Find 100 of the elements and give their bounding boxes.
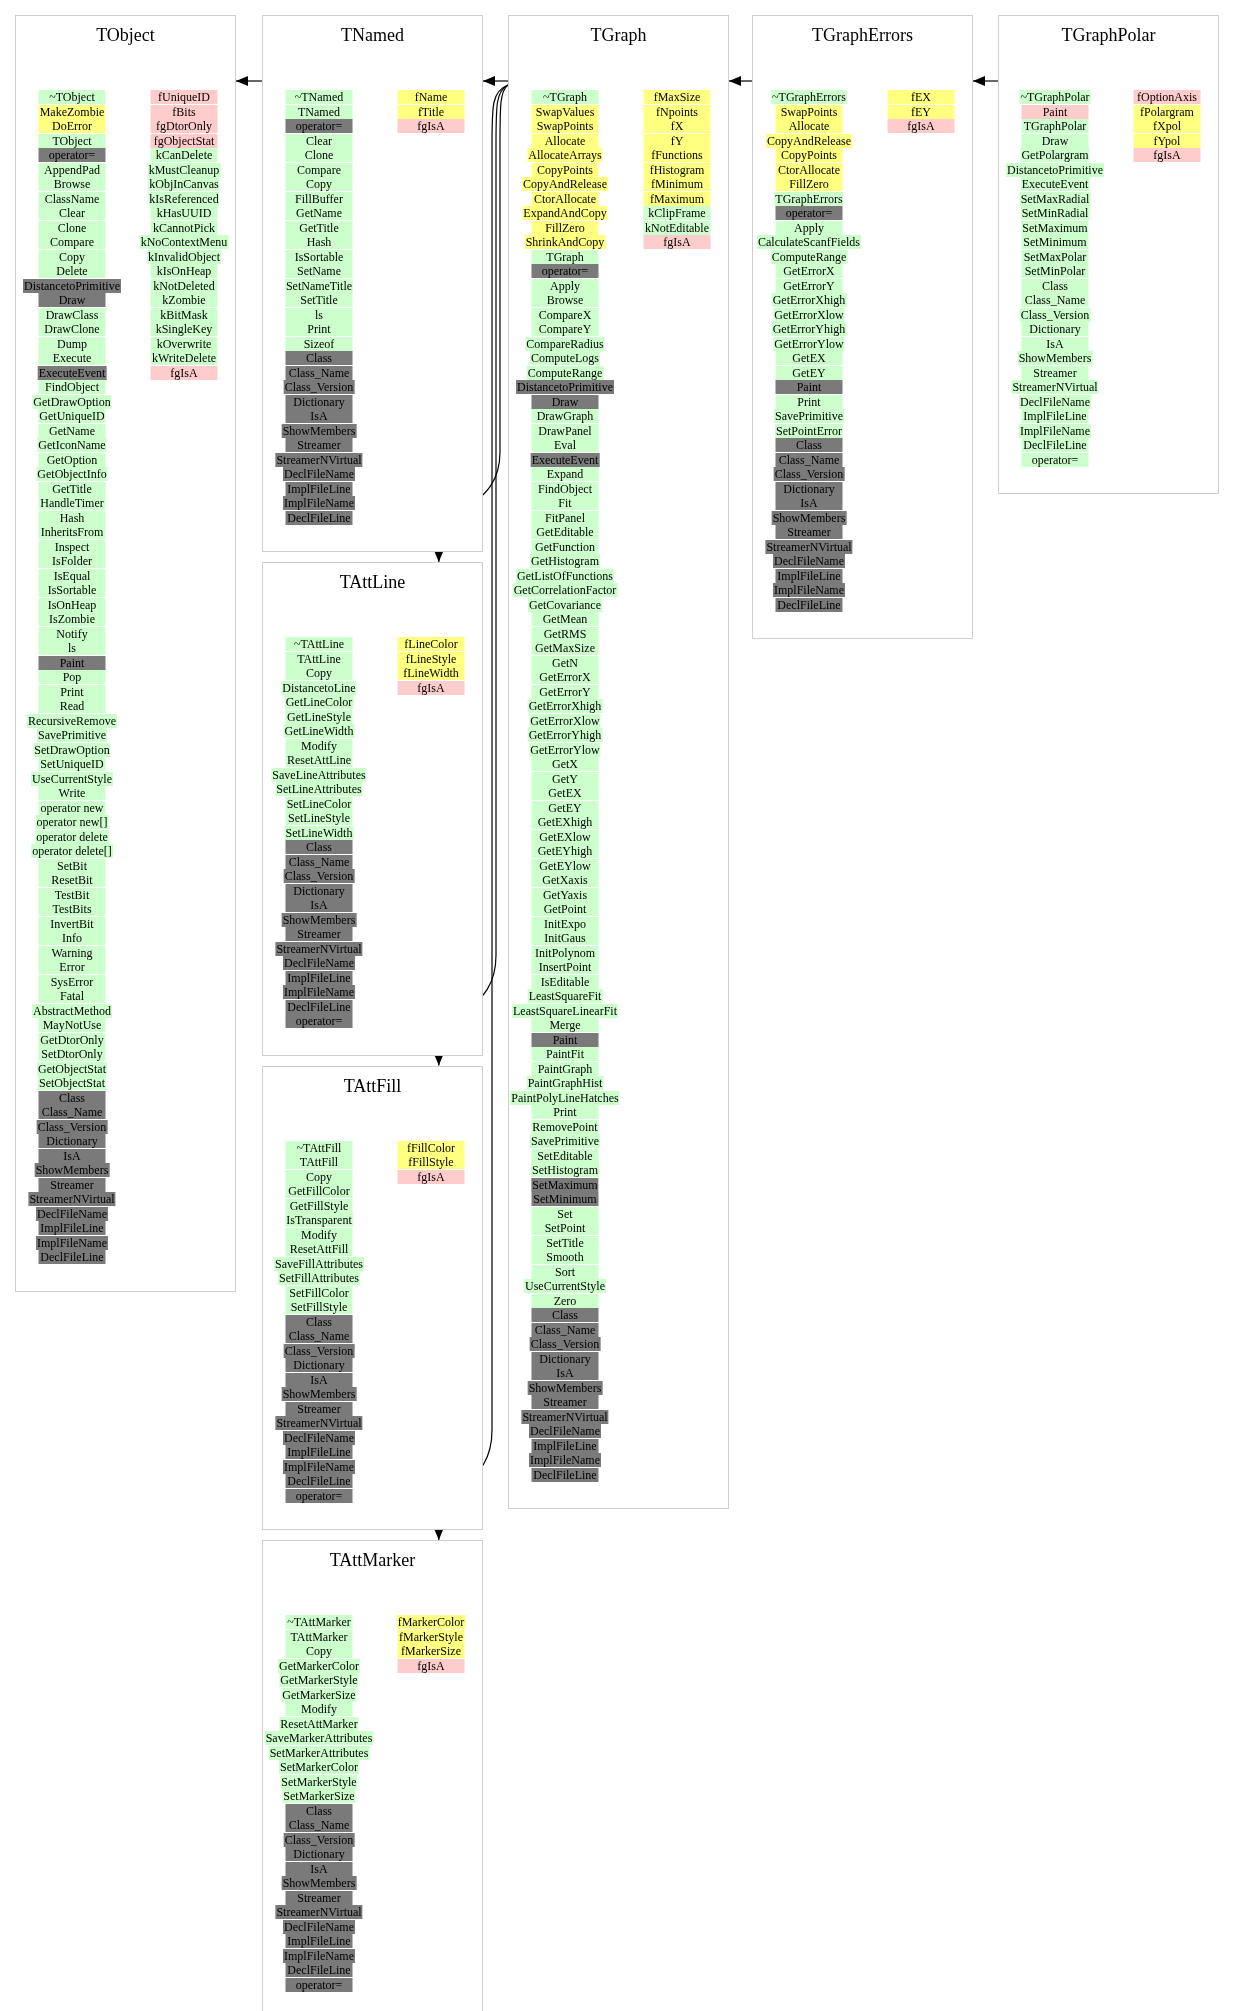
method-entry: ~TObject bbox=[38, 90, 106, 104]
method-entry: ImplFileName bbox=[529, 1453, 601, 1467]
method-entry: operator new[] bbox=[35, 815, 109, 829]
method-entry: Allocate bbox=[531, 133, 599, 148]
method-entry: Class_Version bbox=[36, 1119, 108, 1134]
method-entry: Sizeof bbox=[285, 336, 353, 351]
data-member-entry: fFunctions bbox=[643, 148, 711, 162]
method-entry: Class_Name bbox=[38, 1105, 106, 1119]
method-entry: GetCovariance bbox=[528, 597, 602, 612]
method-entry: StreamerNVirtual bbox=[1011, 380, 1099, 394]
method-entry: CompareRadius bbox=[525, 336, 605, 351]
data-member-entry: fPolargram bbox=[1133, 104, 1201, 119]
data-member-entry: kOverwrite bbox=[150, 336, 218, 351]
class-box bbox=[262, 1540, 483, 2011]
method-entry: GetErrorXhigh bbox=[771, 293, 847, 307]
method-entry: Paint bbox=[531, 1032, 599, 1047]
method-entry: ImplFileName bbox=[773, 583, 845, 597]
method-entry: IsA bbox=[1021, 336, 1089, 351]
method-entry: operator= bbox=[285, 1014, 353, 1028]
method-entry: StreamerNVirtual bbox=[275, 452, 363, 467]
method-entry: ShowMembers bbox=[1017, 351, 1093, 365]
data-member-entry: fFillStyle bbox=[397, 1155, 465, 1169]
method-entry: ShowMembers bbox=[281, 1387, 357, 1401]
method-entry: DrawClass bbox=[38, 307, 106, 322]
method-entry: DeclFileLine bbox=[775, 597, 843, 612]
method-entry: GetLineWidth bbox=[283, 724, 355, 738]
data-member-entry: fFillColor bbox=[397, 1140, 465, 1155]
method-entry: CopyPoints bbox=[531, 162, 599, 177]
class-name: TAttMarker bbox=[328, 1549, 417, 1571]
data-member-entry: fY bbox=[643, 133, 711, 148]
method-entry: GetHistogram bbox=[530, 554, 600, 568]
method-entry: Class_Name bbox=[531, 1322, 599, 1337]
method-entry: Dump bbox=[38, 336, 106, 351]
data-member-entry: fX bbox=[643, 119, 711, 133]
method-entry: Class_Name bbox=[285, 365, 353, 380]
method-entry: SetMarkerSize bbox=[282, 1789, 356, 1803]
method-entry: SaveFillAttributes bbox=[274, 1256, 364, 1271]
method-entry: GetFillColor bbox=[285, 1184, 353, 1198]
method-entry: GetTitle bbox=[38, 481, 106, 496]
method-entry: Class_Name bbox=[1021, 293, 1089, 307]
method-entry: Class_Version bbox=[283, 380, 355, 394]
data-member-entry: fMarkerSize bbox=[397, 1644, 465, 1658]
method-entry: Class_Version bbox=[283, 1343, 355, 1358]
method-entry: SavePrimitive bbox=[774, 409, 844, 423]
method-entry: GetPoint bbox=[531, 902, 599, 916]
data-member-entry: kMustCleanup bbox=[147, 162, 221, 177]
method-entry: CompareX bbox=[531, 307, 599, 322]
method-entry: Fit bbox=[531, 496, 599, 510]
class-name: TAttFill bbox=[342, 1074, 403, 1097]
data-member-entry: fYpol bbox=[1133, 133, 1201, 148]
method-entry: LeastSquareLinearFit bbox=[512, 1003, 618, 1018]
method-entry: Dictionary bbox=[1021, 322, 1089, 336]
data-member-entry: fLineStyle bbox=[397, 651, 465, 666]
method-entry: GetX bbox=[531, 757, 599, 771]
data-member-entry: kWriteDelete bbox=[150, 351, 218, 365]
method-entry: Dictionary bbox=[38, 1134, 106, 1148]
method-entry: Read bbox=[38, 699, 106, 713]
method-entry: ExecuteEvent bbox=[1020, 177, 1090, 191]
method-entry: FindObject bbox=[38, 380, 106, 394]
data-member-entry: kCannotPick bbox=[150, 220, 218, 235]
method-entry: SetBit bbox=[38, 858, 106, 873]
method-entry: operator new bbox=[38, 800, 106, 815]
method-entry: TestBit bbox=[38, 887, 106, 902]
method-entry: Warning bbox=[38, 945, 106, 960]
data-member-entry: fHistogram bbox=[643, 162, 711, 177]
method-entry: StreamerNVirtual bbox=[521, 1409, 609, 1424]
method-entry: TGraphPolar bbox=[1021, 119, 1089, 133]
class-box bbox=[15, 15, 236, 1292]
method-entry: ExpandAndCopy bbox=[522, 206, 608, 220]
data-member-entry: kIsReferenced bbox=[148, 191, 220, 206]
data-member-entry: fgIsA bbox=[150, 365, 218, 380]
method-entry: SwapPoints bbox=[775, 104, 843, 119]
method-entry: GetErrorYlow bbox=[529, 742, 601, 757]
method-entry: SwapPoints bbox=[531, 119, 599, 133]
method-entry: SaveMarkerAttributes bbox=[264, 1731, 374, 1745]
class-name: TObject bbox=[95, 24, 156, 46]
method-entry: ImplFileName bbox=[283, 985, 355, 999]
method-entry: DistancetoPrimitive bbox=[1006, 162, 1104, 177]
method-entry: GetErrorXhigh bbox=[527, 699, 603, 713]
method-entry: GetName bbox=[38, 423, 106, 438]
method-entry: CalculateScanfFields bbox=[757, 235, 861, 249]
method-entry: Class_Name bbox=[775, 452, 843, 467]
method-entry: Execute bbox=[38, 351, 106, 365]
method-entry: SetLineWidth bbox=[284, 825, 354, 840]
method-entry: FillBuffer bbox=[285, 191, 353, 206]
data-member-entry: fgIsA bbox=[397, 1658, 465, 1673]
method-entry: FillZero bbox=[531, 220, 599, 235]
method-entry: GetY bbox=[531, 771, 599, 786]
data-member-entry: fgIsA bbox=[887, 119, 955, 133]
method-entry: Compare bbox=[38, 235, 106, 249]
method-entry: LeastSquareFit bbox=[527, 989, 603, 1003]
method-entry: Modify bbox=[285, 1702, 353, 1716]
method-entry: Class bbox=[285, 1314, 353, 1329]
method-entry: ~TNamed bbox=[285, 90, 353, 104]
method-entry: Zero bbox=[531, 1293, 599, 1308]
method-entry: SwapValues bbox=[531, 104, 599, 119]
method-entry: InitPolynom bbox=[531, 945, 599, 960]
class-box bbox=[508, 15, 729, 1509]
method-entry: ImplFileName bbox=[1019, 423, 1091, 438]
method-entry: SavePrimitive bbox=[37, 728, 107, 742]
